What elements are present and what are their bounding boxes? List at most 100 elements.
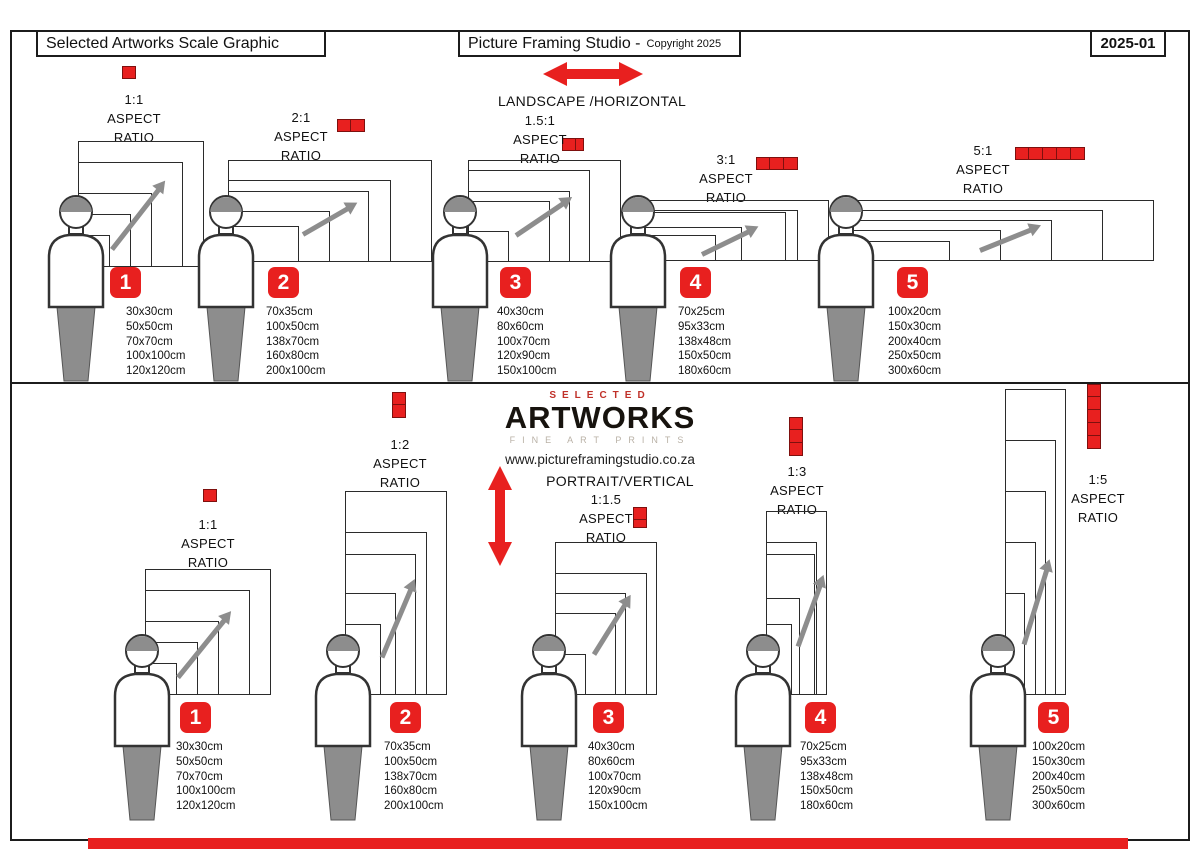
ratio-block (1087, 423, 1101, 436)
size-item: 100x50cm (266, 320, 320, 333)
portrait-section-label: PORTRAIT/VERTICAL (546, 473, 694, 489)
size-item: 138x70cm (266, 335, 320, 348)
size-list: 40x30cm 80x60cm 100x70cm 120x90cm 150x10… (588, 740, 647, 814)
header-left-box: Selected Artworks Scale Graphic (36, 30, 326, 57)
size-list: 30x30cm 50x50cm 70x70cm 100x100cm 120x12… (176, 740, 235, 814)
aspect-word: ASPECT (770, 483, 824, 498)
size-item: 70x35cm (266, 306, 313, 318)
logo-selected-text: SELECTED (549, 390, 651, 401)
size-item: 70x25cm (678, 306, 725, 318)
ratio-blocks (756, 157, 798, 170)
ratio-block (1071, 147, 1085, 160)
size-item: 150x100cm (588, 800, 648, 813)
size-item: 160x80cm (266, 350, 320, 363)
aspect-word: ASPECT (107, 111, 161, 126)
ratio-block (633, 520, 647, 528)
ratio-label: 1:1 ASPECT RATIO (99, 90, 169, 147)
ratio-value: 1:1.5 (590, 492, 622, 507)
size-item: 80x60cm (497, 320, 544, 333)
size-item: 95x33cm (678, 320, 725, 333)
ratio-block (122, 66, 136, 79)
ratio-block (576, 138, 584, 151)
size-item: 70x70cm (176, 770, 223, 783)
size-item: 300x60cm (888, 365, 942, 378)
ratio-block (789, 417, 803, 430)
person-figure (102, 633, 182, 821)
group-number-badge: 4 (680, 267, 711, 298)
ratio-word: RATIO (519, 151, 561, 166)
size-item: 200x40cm (888, 335, 942, 348)
size-item: 150x50cm (800, 785, 854, 798)
ratio-blocks (1087, 384, 1101, 449)
ratio-block (784, 157, 798, 170)
size-item: 40x30cm (588, 741, 635, 753)
aspect-word: ASPECT (274, 129, 328, 144)
group-number-badge: 4 (805, 702, 836, 733)
size-item: 100x20cm (1032, 741, 1086, 753)
ratio-label: 1:3 ASPECT RATIO (762, 462, 832, 519)
size-item: 200x100cm (266, 365, 326, 378)
size-list: 30x30cm 50x50cm 70x70cm 100x100cm 120x12… (126, 305, 185, 379)
size-item: 80x60cm (588, 755, 635, 768)
ratio-block (1087, 397, 1101, 410)
ratio-word: RATIO (705, 190, 747, 205)
size-item: 100x50cm (384, 755, 438, 768)
ratio-value: 1:2 (390, 437, 410, 452)
ratio-blocks (1015, 147, 1085, 160)
page-title: Selected Artworks Scale Graphic (46, 34, 279, 52)
ratio-blocks (789, 417, 803, 456)
ratio-blocks (203, 489, 217, 502)
header-center-box: Picture Framing Studio - Copyright 2025 (458, 30, 741, 57)
ratio-blocks (633, 507, 647, 528)
group-number-badge: 3 (593, 702, 624, 733)
ratio-value: 1:5 (1088, 472, 1108, 487)
size-item: 100x20cm (888, 306, 942, 318)
aspect-word: ASPECT (181, 536, 235, 551)
ratio-block (1057, 147, 1071, 160)
size-item: 70x25cm (800, 741, 847, 753)
size-item: 150x30cm (1032, 755, 1086, 768)
ratio-label: 1.5:1 ASPECT RATIO (505, 111, 575, 168)
ratio-block (789, 443, 803, 456)
ratio-block (1015, 147, 1029, 160)
ratio-label: 1:2 ASPECT RATIO (365, 435, 435, 492)
person-figure (186, 194, 266, 382)
ratio-value: 3:1 (716, 152, 736, 167)
logo: SELECTED ARTWORKS FINE ART PRINTS www.pi… (455, 390, 745, 467)
size-item: 150x100cm (497, 365, 557, 378)
size-list: 70x25cm 95x33cm 138x48cm 150x50cm 180x60… (678, 305, 731, 379)
ratio-block (1087, 436, 1101, 449)
person-figure (723, 633, 803, 821)
aspect-word: ASPECT (1071, 491, 1125, 506)
ratio-block (633, 507, 647, 520)
logo-artworks-text: ARTWORKS (504, 400, 696, 435)
ratio-word: RATIO (585, 530, 627, 545)
group-number-badge: 5 (897, 267, 928, 298)
size-item: 200x40cm (1032, 770, 1086, 783)
studio-title: Picture Framing Studio - (468, 34, 641, 52)
size-list: 70x35cm 100x50cm 138x70cm 160x80cm 200x1… (384, 740, 443, 814)
landscape-section-label: LANDSCAPE /HORIZONTAL (497, 93, 687, 109)
ratio-blocks (392, 392, 406, 418)
size-item: 95x33cm (800, 755, 847, 768)
ratio-label: 5:1 ASPECT RATIO (948, 141, 1018, 198)
logo-website-text: www.pictureframingstudio.co.za (505, 451, 695, 467)
ratio-block (351, 119, 365, 132)
frame-set (848, 200, 1154, 261)
size-item: 120x120cm (126, 365, 186, 378)
size-item: 120x90cm (497, 350, 551, 363)
group-number-badge: 1 (110, 267, 141, 298)
size-item: 30x30cm (176, 741, 223, 753)
size-item: 138x48cm (678, 335, 732, 348)
size-list: 40x30cm 80x60cm 100x70cm 120x90cm 150x10… (497, 305, 556, 379)
ratio-block (1087, 410, 1101, 423)
size-item: 138x70cm (384, 770, 438, 783)
size-item: 50x50cm (176, 755, 223, 768)
size-item: 120x120cm (176, 800, 236, 813)
aspect-word: ASPECT (373, 456, 427, 471)
size-item: 200x100cm (384, 800, 444, 813)
ratio-blocks (122, 66, 136, 79)
ratio-block (392, 405, 406, 418)
size-item: 138x48cm (800, 770, 854, 783)
size-list: 70x35cm 100x50cm 138x70cm 160x80cm 200x1… (266, 305, 325, 379)
